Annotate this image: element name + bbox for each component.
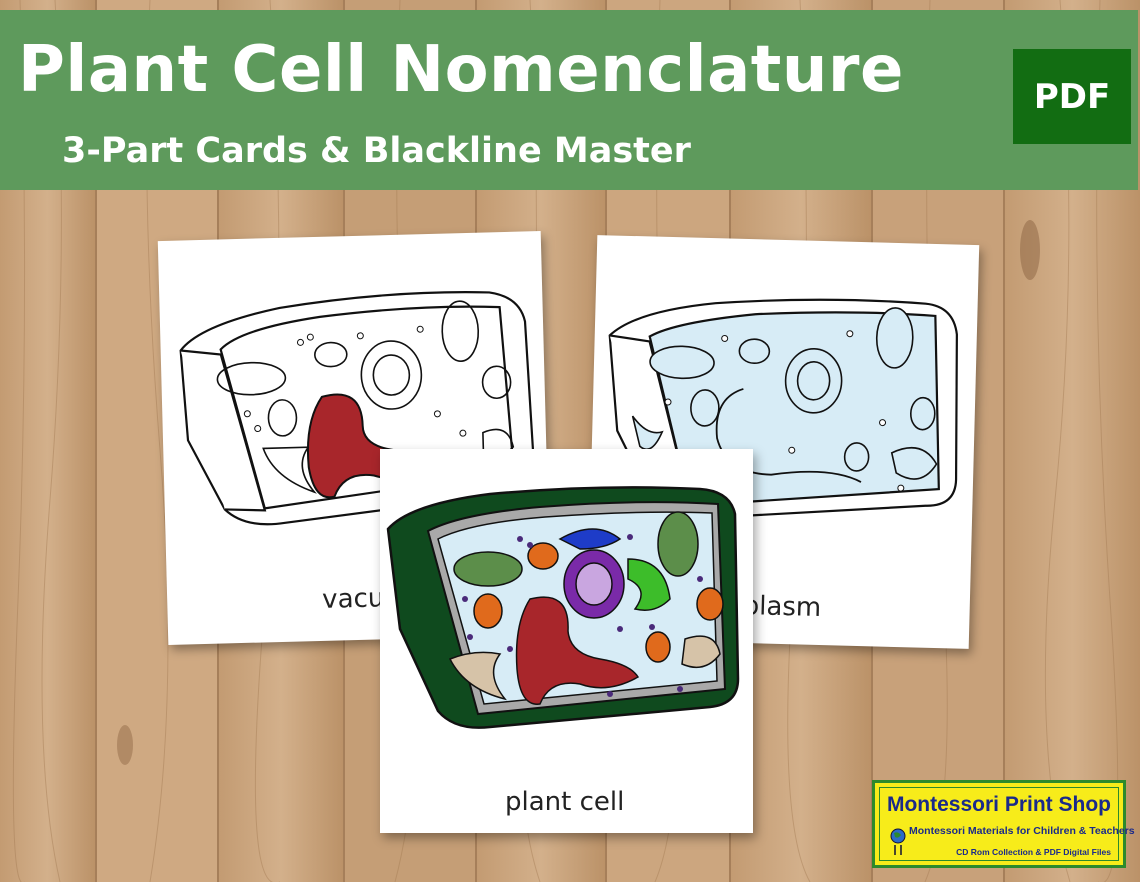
card-plant-cell: plant cell — [380, 449, 753, 833]
vacuole-red-shape — [515, 596, 640, 705]
logo-subline: CD Rom Collection & PDF Digital Files — [956, 847, 1111, 857]
card-label: vacu — [321, 583, 385, 615]
logo-frame — [879, 787, 1119, 861]
montessori-print-shop-logo: Montessori Print Shop Montessori Materia… — [872, 780, 1135, 868]
pdf-badge: PDF — [1013, 49, 1131, 144]
page-title: Plant Cell Nomenclature — [18, 33, 904, 107]
logo-name: Montessori Print Shop — [886, 793, 1111, 816]
cytoplasm-cell-illustration — [608, 298, 958, 520]
title-banner: Plant Cell Nomenclature 3-Part Cards & B… — [0, 10, 1138, 190]
card-label: plant cell — [505, 787, 625, 817]
plant-cell-color-illustration — [386, 486, 740, 729]
card-cytoplasm: plasm — [586, 235, 980, 649]
card-label: plasm — [742, 591, 822, 624]
logo-tagline: Montessori Materials for Children & Teac… — [909, 825, 1135, 837]
page-subtitle: 3-Part Cards & Blackline Master — [62, 131, 691, 171]
globe-icon — [890, 828, 906, 855]
